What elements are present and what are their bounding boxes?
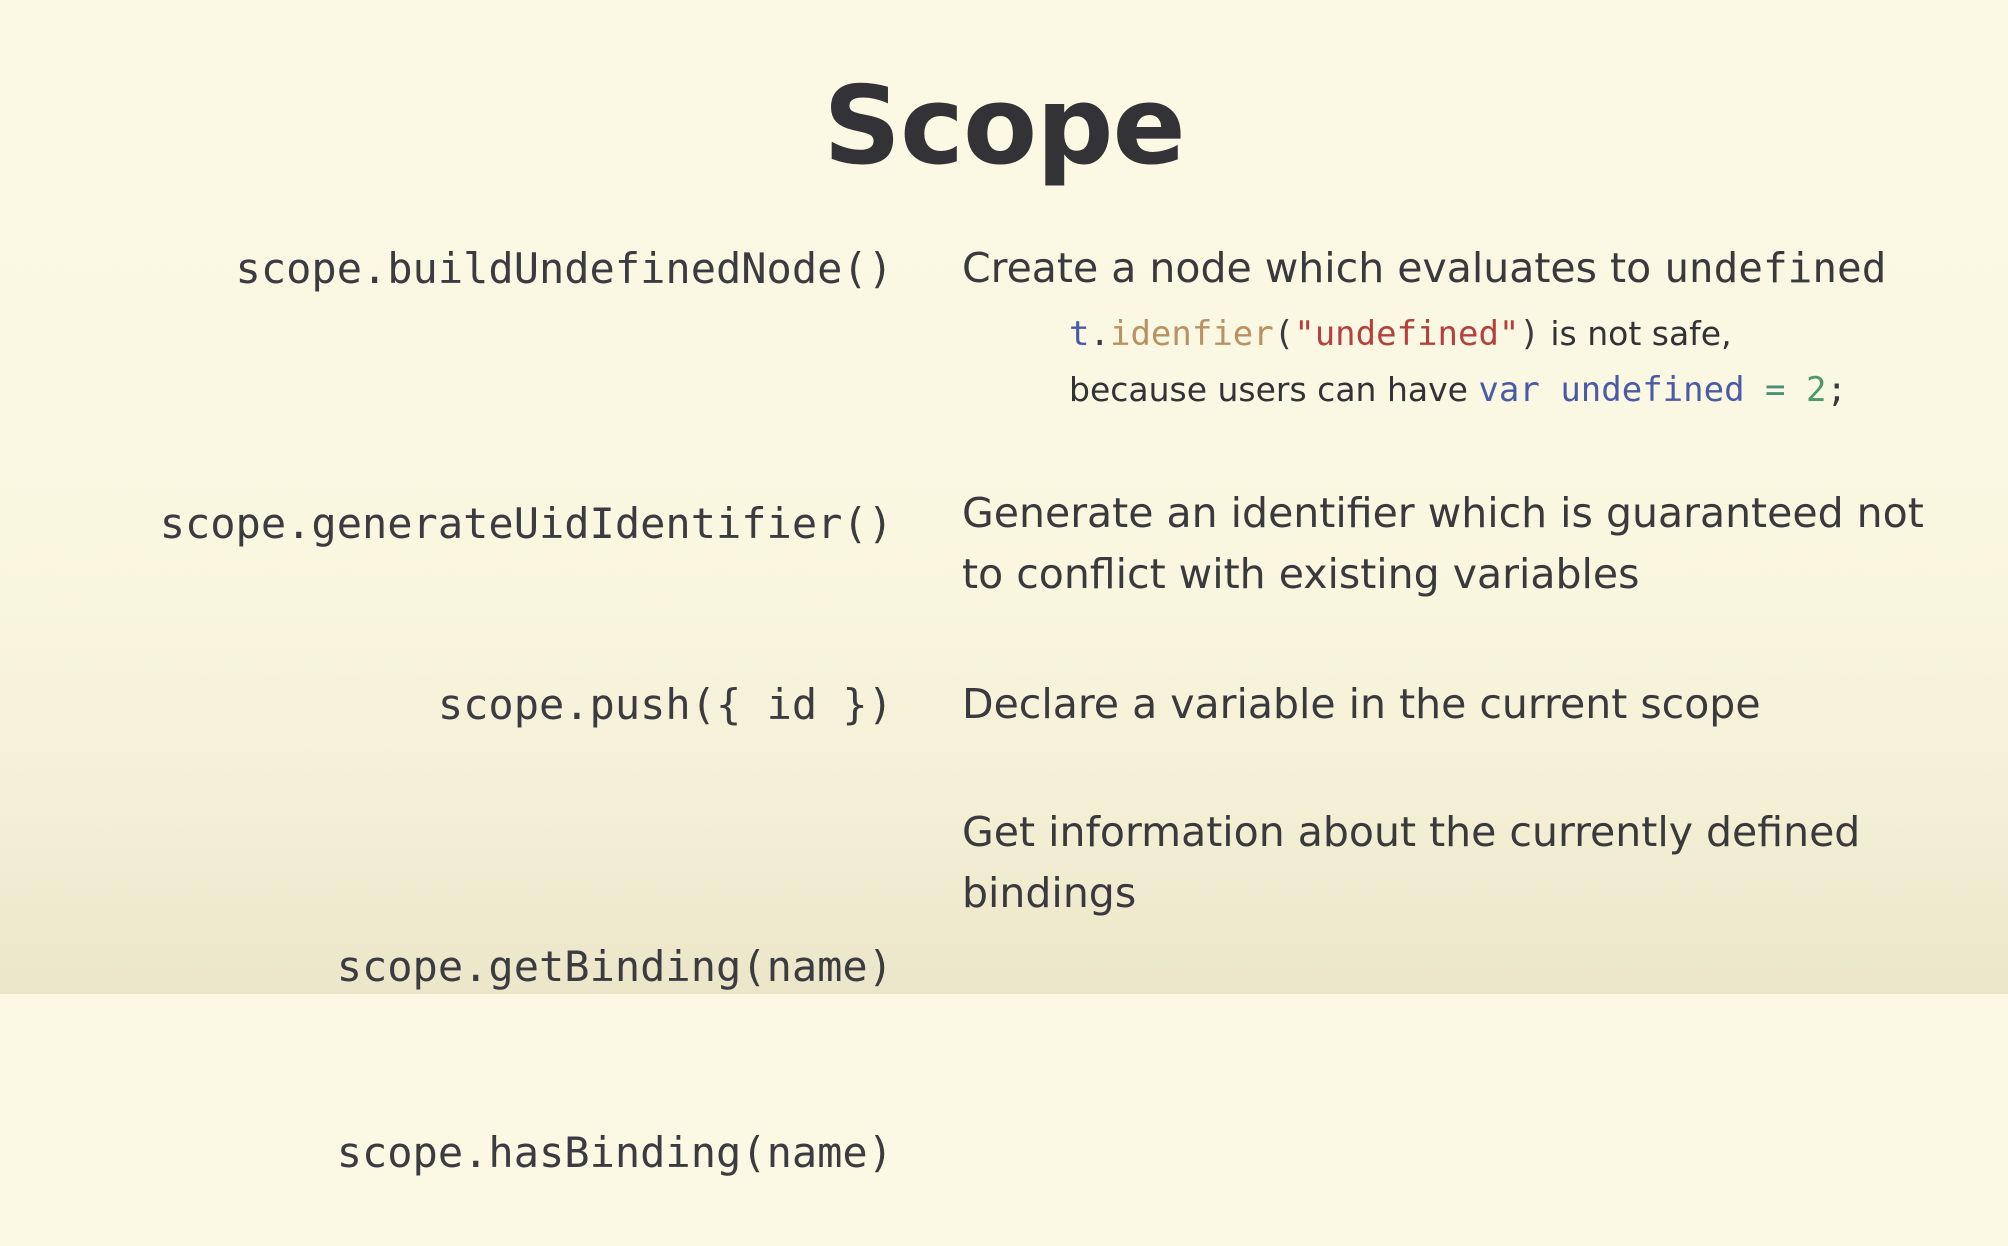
code-generate-uid-identifier: scope.generateUidIdentifier() — [159, 499, 893, 548]
code-binding-methods: scope.getBinding(name) scope.hasBinding(… — [337, 812, 893, 1246]
code-token-open-paren: ( — [1273, 314, 1295, 354]
code-token-function: idenfier — [1109, 314, 1274, 354]
code-has-binding: scope.hasBinding(name) — [336, 1128, 893, 1177]
note-code-identifier-call: t.idenfier("undefined") — [1069, 314, 1540, 354]
note-line-1: t.idenfier("undefined") is not safe, — [1069, 306, 1732, 362]
code-token-operator: = — [1765, 370, 1786, 410]
code-token-number: 2 — [1806, 370, 1827, 410]
note-text-not-safe: is not safe, — [1539, 314, 1732, 353]
desc-line: Generate an identifier which is guarante… — [962, 489, 1924, 537]
code-token-keyword: var — [1478, 370, 1540, 410]
note-code-var-declaration: var undefined = 2; — [1478, 370, 1847, 410]
desc-text: Create a node which evaluates to — [962, 244, 1665, 292]
code-token-variable: undefined — [1560, 370, 1745, 410]
desc-generate-uid-identifier: Generate an identifier which is guarante… — [962, 483, 1924, 605]
note-line-2: because users can have var undefined = 2… — [1069, 362, 1847, 418]
desc-line: to conflict with existing variables — [962, 550, 1640, 598]
desc-line: Get information about the currently defi… — [962, 808, 1861, 856]
code-token-semicolon: ; — [1826, 370, 1847, 410]
code-token-close-paren: ) — [1519, 314, 1540, 354]
slide-title: Scope — [823, 64, 1186, 189]
desc-binding-methods: Get information about the currently defi… — [962, 802, 1860, 924]
code-token-dot: . — [1089, 314, 1110, 354]
desc-build-undefined-node: Create a node which evaluates to undefin… — [962, 238, 1886, 299]
code-token-string: "undefined" — [1294, 314, 1520, 354]
code-token-object: t — [1069, 314, 1090, 354]
code-scope-push: scope.push({ id }) — [437, 680, 893, 729]
note-text-users: because users can have — [1069, 370, 1479, 409]
desc-scope-push: Declare a variable in the current scope — [962, 674, 1761, 735]
code-get-binding: scope.getBinding(name) — [336, 942, 893, 991]
desc-line: bindings — [962, 869, 1137, 917]
desc-code-undefined: undefined — [1664, 244, 1887, 292]
desc-line: Declare a variable in the current scope — [962, 680, 1761, 728]
code-build-undefined-node: scope.buildUndefinedNode() — [235, 244, 893, 293]
